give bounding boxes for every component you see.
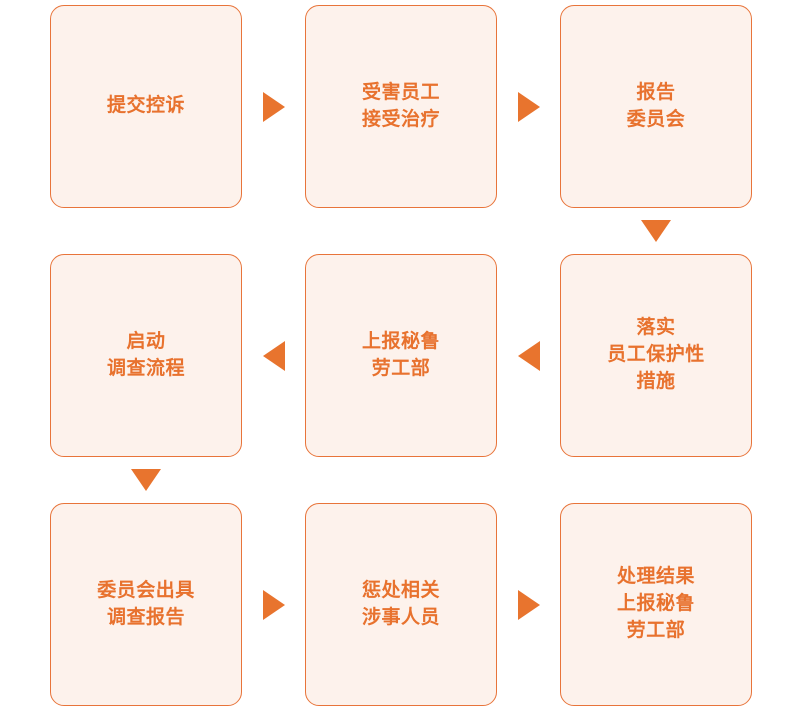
flow-spacer-middle-1 — [305, 208, 497, 254]
flow-node-result-to-peru-labor-ministry[interactable]: 处理结果 上报秘鲁 劳工部 — [560, 503, 752, 706]
arrow-left-icon — [517, 340, 540, 371]
flow-node-start-investigation[interactable]: 启动 调查流程 — [50, 254, 242, 457]
flow-node-committee-investigation-report[interactable]: 委员会出具 调查报告 — [50, 503, 242, 706]
flow-arrow-n7-to-n8 — [242, 503, 305, 706]
flowchart-grid: 提交控诉 受害员工 接受治疗 报告 委员会 启动 调查流程 — [50, 5, 752, 706]
flow-arrow-n1-to-n2 — [242, 5, 305, 208]
flow-arrow-n8-to-n9 — [497, 503, 560, 706]
flow-node-label: 受害员工 接受治疗 — [361, 81, 440, 130]
flow-node-label: 提交控诉 — [106, 95, 185, 117]
flow-node-report-peru-labor-ministry[interactable]: 上报秘鲁 劳工部 — [305, 254, 497, 457]
flow-node-label: 落实 员工保护性 措施 — [607, 317, 705, 392]
arrow-down-icon — [641, 220, 671, 242]
flow-node-label: 惩处相关 涉事人员 — [361, 579, 440, 628]
flow-node-report-committee[interactable]: 报告 委员会 — [560, 5, 752, 208]
flow-arrow-n4-to-n5 — [497, 254, 560, 457]
flow-arrow-n5-to-n6 — [242, 254, 305, 457]
flow-node-employee-protection-measures[interactable]: 落实 员工保护性 措施 — [560, 254, 752, 457]
flow-spacer-right-2 — [560, 457, 752, 503]
flow-node-label: 委员会出具 调查报告 — [97, 579, 195, 628]
flow-node-label: 启动 调查流程 — [106, 330, 185, 379]
arrow-right-icon — [262, 589, 285, 620]
flow-node-submit-complaint[interactable]: 提交控诉 — [50, 5, 242, 208]
flow-spacer-left-1 — [50, 208, 242, 254]
arrow-right-icon — [517, 91, 540, 122]
flow-node-label: 报告 委员会 — [626, 81, 686, 130]
flow-arrow-n6-to-n7 — [50, 457, 242, 503]
arrow-right-icon — [517, 589, 540, 620]
flow-node-label: 处理结果 上报秘鲁 劳工部 — [616, 566, 695, 641]
flow-arrow-n3-to-n4 — [560, 208, 752, 254]
flow-node-victim-treatment[interactable]: 受害员工 接受治疗 — [305, 5, 497, 208]
flow-arrow-n2-to-n3 — [497, 5, 560, 208]
arrow-right-icon — [262, 91, 285, 122]
flow-spacer-middle-2 — [305, 457, 497, 503]
arrow-down-icon — [131, 469, 161, 491]
arrow-left-icon — [262, 340, 285, 371]
flow-node-punish-involved-personnel[interactable]: 惩处相关 涉事人员 — [305, 503, 497, 706]
flow-node-label: 上报秘鲁 劳工部 — [361, 330, 440, 379]
